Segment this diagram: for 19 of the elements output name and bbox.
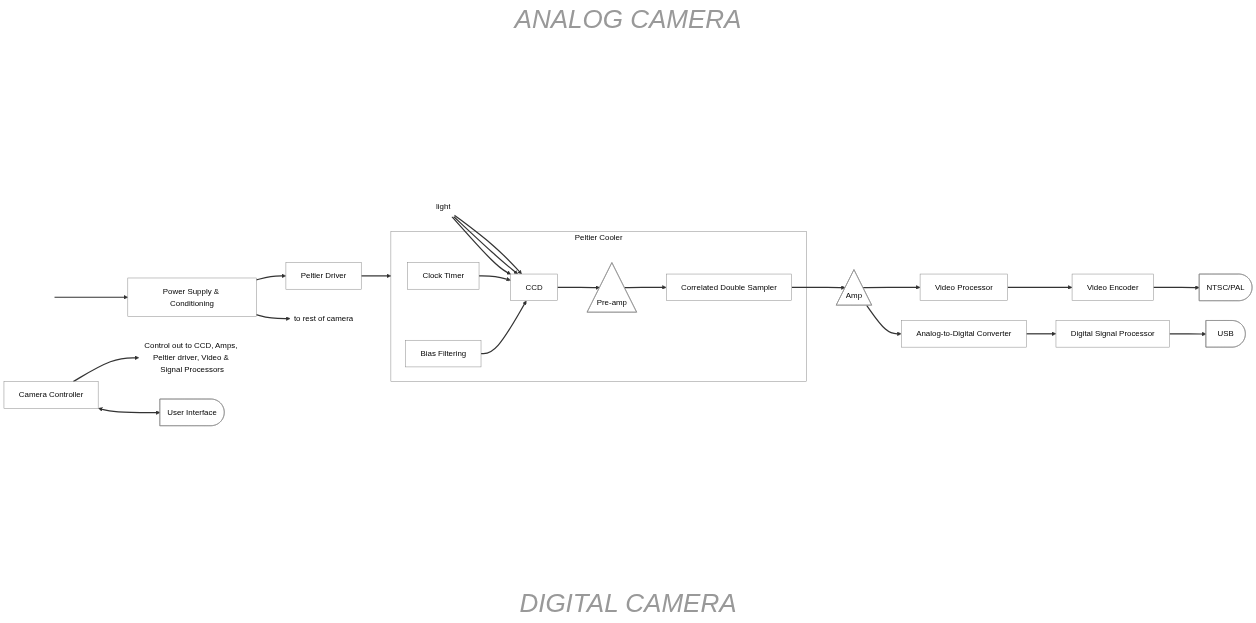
arrow [478,275,511,282]
arrow [480,300,527,355]
arrow [72,355,140,383]
section-heading: DIGITAL CAMERA [519,588,737,619]
arrow [1168,331,1207,337]
arrow [862,285,921,290]
arrow [1152,285,1200,290]
arrow [98,407,161,415]
arrow [1025,331,1057,336]
arrow [53,295,128,300]
arrow [360,273,392,279]
arrow [623,285,667,290]
section-heading: ANALOG CAMERA [514,4,742,35]
arrow [866,304,902,336]
arrow [255,273,287,281]
arrow [556,285,600,290]
arrow [1006,285,1073,290]
arrow [791,285,846,290]
arrow [255,314,291,321]
